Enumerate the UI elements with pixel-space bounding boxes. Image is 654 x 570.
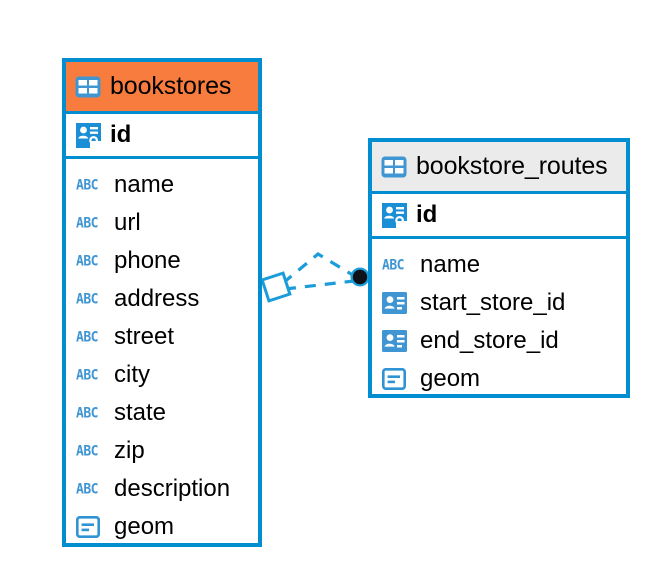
table-icon (75, 76, 101, 98)
abc-icon: ABC (382, 256, 404, 274)
field-list-bookstore-routes: ABC name start_store_id (372, 239, 626, 394)
field-row-geom[interactable]: geom (66, 508, 258, 543)
geometry-icon (382, 368, 412, 390)
field-row-state[interactable]: ABC state (66, 394, 258, 432)
field-label: phone (114, 247, 181, 274)
field-row-zip[interactable]: ABC zip (66, 432, 258, 470)
primary-key-row-bookstore-routes[interactable]: id (372, 191, 626, 239)
field-row-name[interactable]: ABC name (372, 246, 626, 284)
abc-icon: ABC (76, 252, 98, 270)
field-row-end-store-id[interactable]: end_store_id (372, 322, 626, 360)
primary-key-icon (75, 122, 102, 149)
entity-header-bookstores[interactable]: bookstores (66, 62, 258, 111)
primary-key-icon (381, 202, 408, 229)
field-label: geom (114, 513, 175, 540)
field-row-name[interactable]: ABC name (66, 166, 258, 204)
abc-icon: ABC (76, 442, 98, 460)
abc-icon: ABC (76, 404, 98, 422)
field-row-street[interactable]: ABC street (66, 318, 258, 356)
primary-key-label: id (416, 201, 438, 228)
field-label: zip (114, 437, 145, 464)
field-label: name (420, 251, 481, 278)
abc-icon: ABC (76, 328, 98, 346)
geometry-icon (76, 516, 106, 538)
abc-icon: ABC (76, 366, 98, 384)
field-list-bookstores: ABC name ABC url ABC phone ABC address A… (66, 159, 258, 543)
field-row-geom[interactable]: geom (372, 360, 626, 394)
foreign-key-icon (382, 292, 412, 314)
field-label: end_store_id (420, 327, 559, 354)
field-label: state (114, 399, 167, 426)
field-label: street (114, 323, 175, 350)
field-label: start_store_id (420, 289, 566, 316)
field-label: url (114, 209, 141, 236)
field-label: city (114, 361, 150, 388)
entity-title: bookstores (110, 72, 232, 100)
primary-key-row-bookstores[interactable]: id (66, 111, 258, 159)
table-icon (381, 156, 407, 178)
entity-title: bookstore_routes (416, 152, 608, 180)
abc-icon: ABC (76, 176, 98, 194)
entity-table-bookstore-routes[interactable]: bookstore_routes id ABC name (368, 138, 630, 398)
field-label: address (114, 285, 200, 312)
relationship-circle-marker (350, 267, 370, 287)
abc-icon: ABC (76, 290, 98, 308)
field-row-city[interactable]: ABC city (66, 356, 258, 394)
entity-header-bookstore-routes[interactable]: bookstore_routes (372, 142, 626, 191)
relationship-diamond-marker (260, 271, 292, 303)
field-row-description[interactable]: ABC description (66, 470, 258, 508)
relationship-line-lower (284, 279, 355, 291)
entity-table-bookstores[interactable]: bookstores id ABC name (62, 58, 262, 547)
field-row-address[interactable]: ABC address (66, 280, 258, 318)
field-label: name (114, 171, 175, 198)
field-label: description (114, 475, 231, 502)
field-row-start-store-id[interactable]: start_store_id (372, 284, 626, 322)
abc-icon: ABC (76, 480, 98, 498)
primary-key-label: id (110, 121, 132, 148)
relationship-line-upper (281, 252, 357, 285)
field-row-url[interactable]: ABC url (66, 204, 258, 242)
field-row-phone[interactable]: ABC phone (66, 242, 258, 280)
field-label: geom (420, 365, 481, 392)
abc-icon: ABC (76, 214, 98, 232)
foreign-key-icon (382, 330, 412, 352)
